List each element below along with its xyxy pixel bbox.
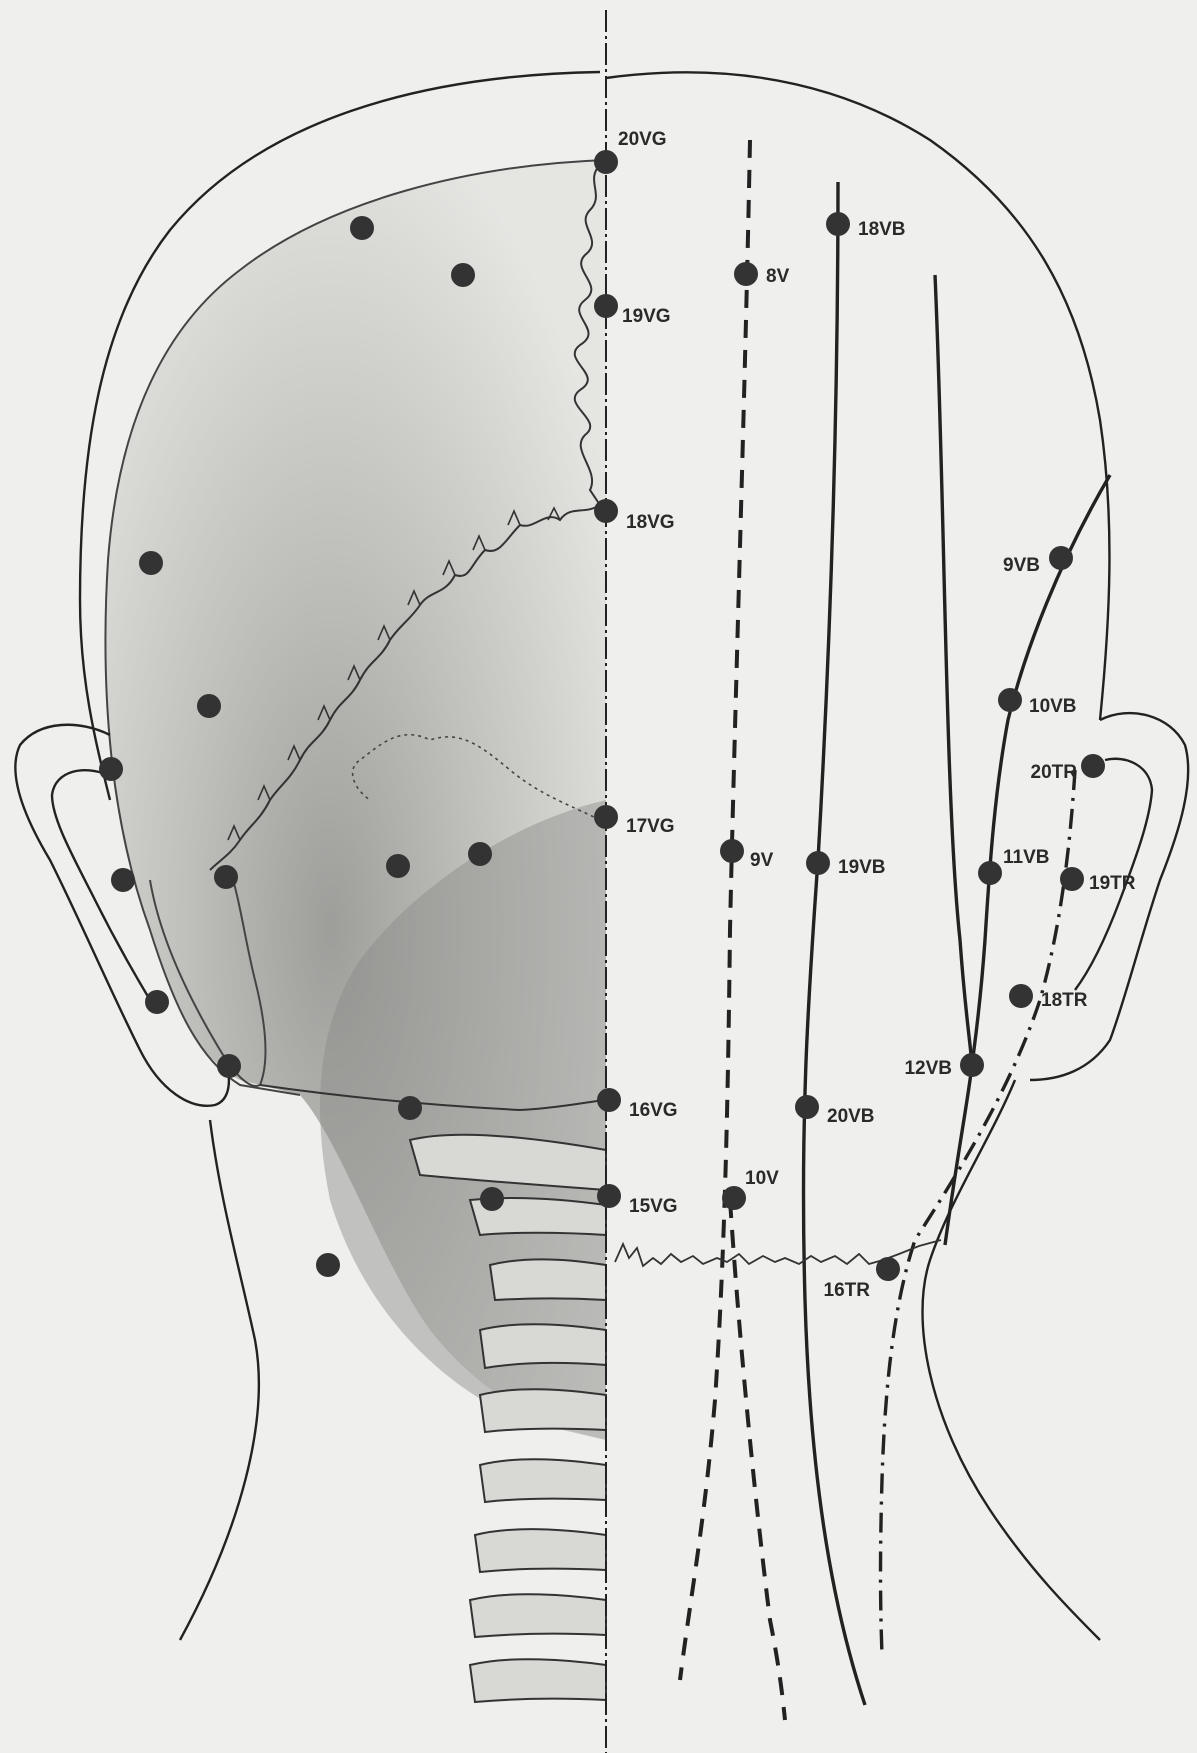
bladder-meridian-left [680, 140, 750, 1680]
point-9v: 9V [720, 839, 774, 871]
point-16tr: 16TR [824, 1257, 900, 1301]
point-label-19vb: 19VB [838, 857, 886, 878]
point-marker [480, 1187, 504, 1211]
point-marker [350, 216, 374, 240]
point-label-15vg: 15VG [629, 1196, 678, 1217]
point-20vb: 20VB [795, 1095, 875, 1127]
point-marker-18vb [826, 212, 850, 236]
point-marker [139, 551, 163, 575]
point-label-8v: 8V [766, 266, 790, 287]
left-neck [180, 1120, 259, 1640]
gallbladder-meridian-temple [935, 275, 972, 1065]
point-label-20vb: 20VB [827, 1106, 875, 1127]
point-label-9vb: 9VB [1003, 555, 1040, 576]
point-label-16tr: 16TR [824, 1280, 871, 1301]
point-marker [468, 842, 492, 866]
point-marker [398, 1096, 422, 1120]
point-marker [451, 263, 475, 287]
point-label-9v: 9V [750, 850, 774, 871]
point-marker [386, 854, 410, 878]
point-marker-12vb [960, 1053, 984, 1077]
point-marker-16tr [876, 1257, 900, 1281]
point-marker-9vb [1049, 546, 1073, 570]
point-marker-20tr [1081, 754, 1105, 778]
point-marker [214, 865, 238, 889]
point-18vg: 18VG [594, 499, 675, 533]
point-label-12vb: 12VB [904, 1058, 952, 1079]
point-marker-9v [720, 839, 744, 863]
point-15vg: 15VG [597, 1184, 678, 1217]
point-label-18tr: 18TR [1041, 990, 1088, 1011]
point-marker-19vg [594, 294, 618, 318]
point-marker [111, 868, 135, 892]
point-label-18vb: 18VB [858, 219, 906, 240]
point-marker [217, 1054, 241, 1078]
point-12vb: 12VB [904, 1053, 984, 1079]
point-label-19vg: 19VG [622, 306, 671, 327]
point-10v: 10V [722, 1168, 779, 1210]
point-marker-17vg [594, 805, 618, 829]
point-18vb: 18VB [826, 212, 906, 240]
point-marker [99, 757, 123, 781]
point-label-20tr: 20TR [1031, 762, 1078, 783]
point-8v: 8V [734, 262, 790, 287]
point-label-11vb: 11VB [1003, 847, 1049, 868]
point-label-18vg: 18VG [626, 512, 675, 533]
point-19tr: 19TR [1060, 867, 1136, 894]
bladder-meridian-right [730, 1200, 785, 1720]
point-label-10vb: 10VB [1029, 696, 1077, 717]
point-marker-11vb [978, 861, 1002, 885]
point-19vb: 19VB [806, 851, 886, 878]
point-marker-19vb [806, 851, 830, 875]
point-marker-20vb [795, 1095, 819, 1119]
point-marker [145, 990, 169, 1014]
point-marker-8v [734, 262, 758, 286]
point-marker-18vg [594, 499, 618, 523]
point-label-20vg: 20VG [618, 129, 667, 150]
gallbladder-meridian-main [803, 182, 865, 1705]
point-label-19tr: 19TR [1089, 873, 1136, 894]
point-label-16vg: 16VG [629, 1100, 678, 1121]
point-marker-10v [722, 1186, 746, 1210]
triple-warmer-meridian [881, 770, 1076, 1655]
point-marker [197, 694, 221, 718]
point-label-17vg: 17VG [626, 816, 675, 837]
point-marker-20vg [594, 150, 618, 174]
point-20tr: 20TR [1031, 754, 1105, 783]
point-16vg: 16VG [597, 1088, 678, 1121]
point-20vg: 20VG [594, 129, 667, 174]
point-marker-15vg [597, 1184, 621, 1208]
point-marker-19tr [1060, 867, 1084, 891]
meridian-lines [615, 140, 1110, 1720]
point-label-10v: 10V [745, 1168, 779, 1189]
point-marker-18tr [1009, 984, 1033, 1008]
point-marker [316, 1253, 340, 1277]
point-marker-16vg [597, 1088, 621, 1112]
point-17vg: 17VG [594, 805, 675, 837]
right-neck [923, 1080, 1101, 1640]
labeled-points: 20VG 19VG 18VG 17VG 16VG 15VG 8V 9V 10V 18VB 19VB 2… [594, 129, 1136, 1301]
skull-illustration [105, 160, 606, 1702]
point-11vb: 11VB [978, 847, 1049, 885]
point-9vb: 9VB [1003, 546, 1073, 576]
point-marker-10vb [998, 688, 1022, 712]
